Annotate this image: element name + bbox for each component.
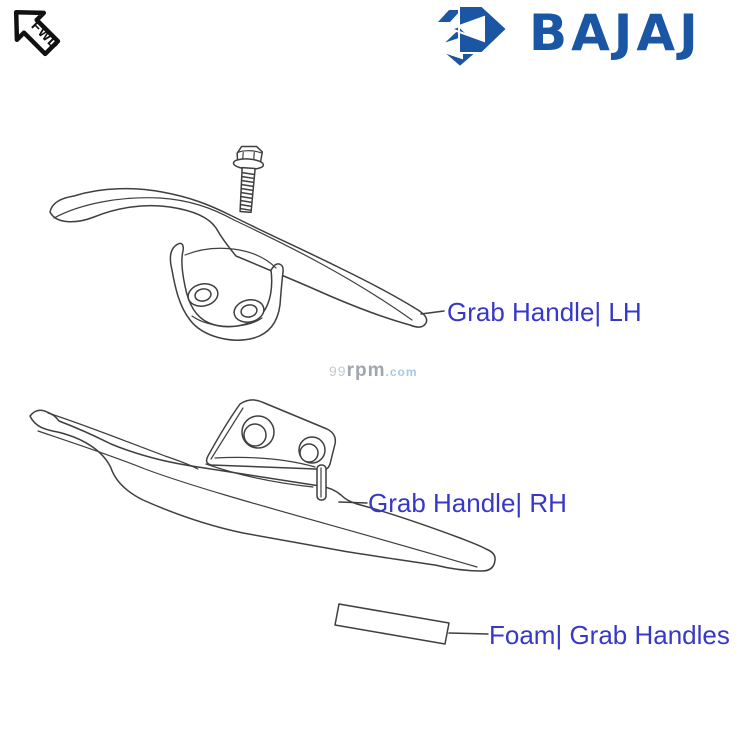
watermark-text: rpm [346, 360, 386, 381]
rh-handle-ridge-line [47, 412, 199, 470]
rh-hole-left [241, 415, 275, 449]
lh-bracket-rim-line [184, 247, 277, 269]
grab-handle-rh-drawing [29, 399, 496, 572]
watermark-domain: .com [385, 365, 418, 379]
lh-bushing-right [233, 299, 265, 323]
fwd-arrow-shape [13, 9, 61, 57]
foam-strip [334, 603, 450, 645]
brand-wordmark: BAJAJ [529, 4, 702, 62]
flange-bolt-drawing [232, 145, 265, 214]
grab-handle-lh-drawing [49, 145, 445, 341]
lh-bracket [169, 242, 284, 341]
rh-pin [316, 464, 327, 501]
bajaj-logo-icon [437, 5, 509, 67]
emblem-top-stripe [438, 10, 461, 22]
rh-bracket-web-line [205, 463, 314, 488]
lh-handle-ridge-line [53, 197, 413, 321]
lh-leader-line [420, 310, 445, 315]
foam-grab-handles-label: Foam| Grab Handles [489, 620, 730, 650]
foam-leader-line [448, 632, 489, 635]
rh-bracket-bottom-line [214, 456, 316, 468]
watermark-number: 99 [329, 363, 347, 379]
fwd-direction-icon: FWD [13, 9, 63, 57]
grab-handle-lh-label: Grab Handle| LH [447, 297, 642, 327]
foam-strip-drawing [334, 603, 489, 645]
rh-handle-body [29, 409, 496, 572]
bolt-threads [240, 171, 256, 212]
rh-hole-right [298, 436, 326, 464]
rh-handle-lower-line [37, 430, 478, 568]
grab-handle-rh-label: Grab Handle| RH [368, 488, 567, 518]
lh-bushing-left [187, 283, 219, 307]
lh-bracket-bottom-line [191, 315, 263, 327]
rh-bracket-strap-line [210, 407, 244, 460]
lh-handle-body [49, 187, 428, 328]
rh-leader-line [338, 501, 368, 504]
emblem-upper-chevron [448, 5, 509, 54]
